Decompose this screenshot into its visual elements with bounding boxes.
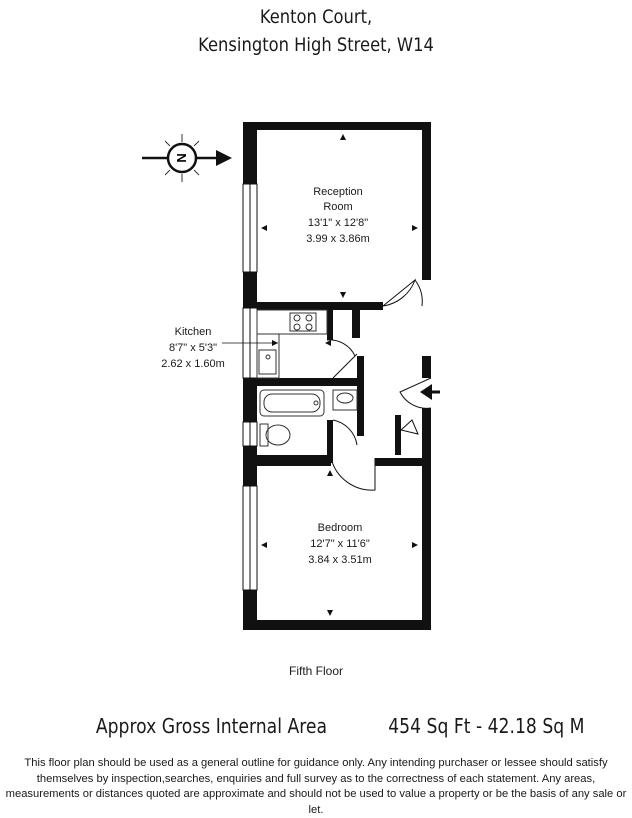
entrance-arrow-icon [420,384,440,400]
kitchen-imperial: 8'7" x 5'3" [169,342,217,354]
reception-imperial: 13'1" x 12'8" [308,217,368,229]
bedroom-name: Bedroom [318,522,363,534]
gross-area-label: Approx Gross Internal Area [95,714,328,738]
floor-plan: N [142,122,440,630]
windows [242,183,258,591]
bathroom-fittings [259,389,358,447]
kitchen-name: Kitchen [175,326,212,338]
reception-name-line2: Room [323,201,352,213]
walls [243,122,431,630]
kitchen-fittings [256,309,328,379]
floor-label: Fifth Floor [288,664,343,678]
north-compass-icon: N [142,134,232,182]
property-name: Kenton Court, [259,6,373,28]
bedroom-imperial: 12'7" x 11'6" [310,538,370,550]
reception-name-line1: Reception [313,186,363,198]
dimension-markers [261,134,418,616]
kitchen-metric: 2.62 x 1.60m [161,358,225,370]
gross-area-value: 454 Sq Ft - 42.18 Sq M [388,714,585,738]
disclaimer-text: This floor plan should be used as a gene… [5,757,627,816]
bedroom-metric: 3.84 x 3.51m [308,554,372,566]
doors [326,278,432,491]
property-address: Kensington High Street, W14 [198,34,434,56]
compass-label: N [174,153,189,162]
reception-metric: 3.99 x 3.86m [306,233,370,245]
